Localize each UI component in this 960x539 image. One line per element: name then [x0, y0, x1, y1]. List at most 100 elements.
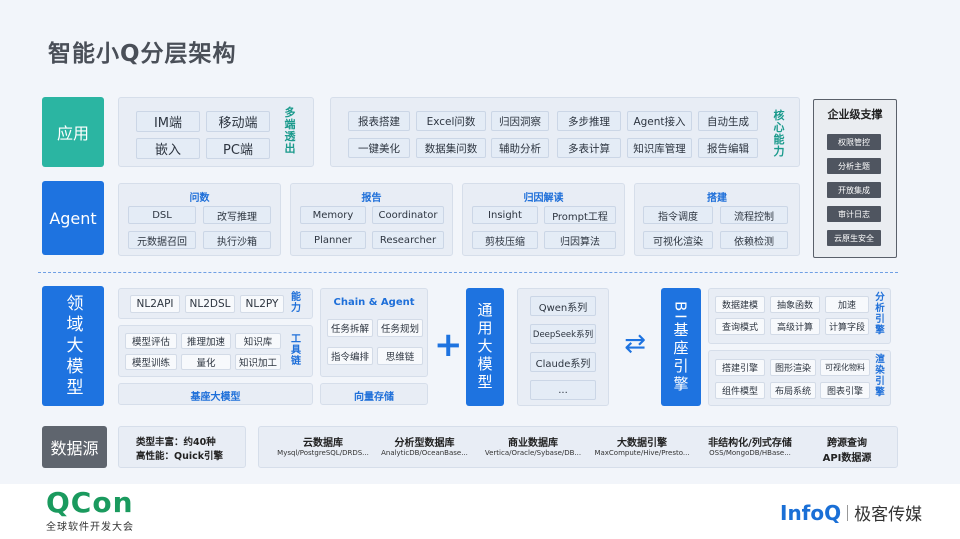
vector-store-panel	[320, 383, 428, 405]
llm-item: Claude系列	[530, 352, 596, 372]
enterprise-item: 开放集成	[827, 182, 881, 198]
base-model-label: 基座大模型	[190, 392, 241, 403]
llm-item: DeepSeek系列	[530, 324, 596, 344]
datasource-group: 大数据引擎 MaxCompute/Hive/Presto...	[588, 434, 696, 457]
agent-item: 剪枝压缩	[472, 231, 538, 249]
infoq-logo: InfoQ 极客传媒	[780, 500, 923, 526]
tool-item: 知识加工	[235, 354, 281, 370]
capability-item: 归因洞察	[491, 111, 549, 131]
agent-item: Planner	[300, 231, 366, 249]
tool-item: 量化	[181, 354, 231, 370]
agent-item: 改写推理	[203, 206, 271, 224]
agent-group-title: 报告	[361, 193, 382, 204]
analysis-item: 查询模式	[715, 318, 765, 335]
ability-item: NL2DSL	[185, 295, 235, 313]
general-llm-label: 通用大模型	[475, 302, 494, 392]
base-model-panel	[118, 383, 313, 405]
row-label-domain-text: 领域大模型	[62, 293, 83, 399]
agent-item: 依赖检测	[720, 231, 788, 249]
datasource-group-detail: AnalyticDB/OceanBase...	[381, 449, 468, 457]
tools-label: 工具链	[291, 334, 301, 367]
datasource-summary-panel	[118, 426, 246, 468]
chain-item: 任务拆解	[327, 319, 373, 337]
llm-item: ...	[530, 380, 596, 400]
infoq-logo-divider	[847, 504, 849, 521]
row-label-agent: Agent	[42, 181, 104, 255]
agent-item: 指令调度	[643, 206, 713, 224]
datasource-group-detail: Mysql/PostgreSQL/DRDS...	[277, 449, 369, 457]
datasource-group: 非结构化/列式存储 OSS/MongoDB/HBase...	[700, 434, 800, 457]
datasource-group-detail: Vertica/Oracle/Sybase/DB...	[484, 449, 582, 457]
capability-item: 知识库管理	[627, 138, 692, 158]
analysis-engine-label: 分析引擎	[875, 292, 885, 336]
general-llm-box: 通用大模型	[466, 288, 504, 406]
row-label-app: 应用	[42, 97, 104, 167]
enterprise-item: 权限管控	[827, 134, 881, 150]
enterprise-item: 云原生安全	[827, 230, 881, 246]
enterprise-panel	[813, 99, 897, 258]
endpoints-label: 多端透出	[284, 106, 296, 155]
analysis-item: 加速	[825, 296, 869, 313]
agent-item: DSL	[128, 206, 196, 224]
capability-item: Excel问数	[416, 111, 486, 131]
datasource-group-detail: API数据源	[822, 453, 872, 464]
analysis-item: 数据建模	[715, 296, 765, 313]
render-item: 可视化物料	[820, 359, 870, 376]
abilities-label: 能力	[291, 292, 301, 314]
datasource-group-title: 跨源查询	[827, 438, 867, 449]
capability-item: Agent接入	[627, 111, 692, 131]
render-item: 图形渲染	[770, 359, 816, 376]
agent-group-title: 搭建	[707, 193, 727, 204]
capability-item: 报表搭建	[348, 111, 410, 131]
agent-group-title: 问数	[189, 193, 210, 204]
render-item: 图表引擎	[820, 382, 870, 399]
datasource-group-title: 大数据引擎	[617, 438, 667, 449]
agent-item: Researcher	[372, 231, 444, 249]
analysis-item: 高级计算	[770, 318, 820, 335]
datasource-group: 跨源查询 API数据源	[812, 434, 882, 464]
capability-item: 自动生成	[698, 111, 758, 131]
agent-item: Prompt工程	[544, 206, 616, 224]
endpoint-pc: PC端	[206, 138, 270, 159]
datasource-summary-line: 高性能：Quick引擎	[136, 451, 224, 462]
ability-item: NL2PY	[240, 295, 284, 313]
agent-item: 流程控制	[720, 206, 788, 224]
bidirectional-arrow-icon: ⇄	[624, 329, 646, 359]
endpoint-im: IM端	[136, 111, 200, 132]
endpoint-mobile: 移动端	[206, 111, 270, 132]
render-item: 布局系统	[770, 382, 816, 399]
agent-item: Coordinator	[372, 206, 444, 224]
datasource-groups-panel	[258, 426, 898, 468]
chain-item: 思维链	[377, 347, 423, 365]
agent-item: Insight	[472, 206, 538, 224]
capability-item: 报告编辑	[698, 138, 758, 158]
render-engine-label: 渲染引擎	[875, 354, 885, 398]
datasource-group: 分析型数据库 AnalyticDB/OceanBase...	[372, 434, 477, 457]
chain-title: Chain & Agent	[333, 297, 415, 308]
capability-item: 辅助分析	[491, 138, 549, 158]
llm-item: Qwen系列	[530, 296, 596, 316]
analysis-item: 抽象函数	[770, 296, 820, 313]
qcon-logo-subtitle: 全球软件开发大会	[46, 522, 134, 533]
render-item: 搭建引擎	[715, 359, 765, 376]
agent-item: 归因算法	[544, 231, 616, 249]
tool-item: 知识库	[235, 333, 281, 349]
datasource-group: 商业数据库 Vertica/Oracle/Sybase/DB...	[478, 434, 588, 457]
capability-item: 一键美化	[348, 138, 410, 158]
tool-item: 推理加速	[181, 333, 231, 349]
page-title: 智能小Q分层架构	[48, 41, 237, 67]
agent-item: 可视化渲染	[643, 231, 713, 249]
row-label-datasource: 数据源	[42, 426, 107, 468]
vector-store-label: 向量存储	[354, 392, 394, 403]
datasource-group-detail: MaxCompute/Hive/Presto...	[594, 449, 690, 457]
capability-item: 多步推理	[557, 111, 621, 131]
datasource-group-title: 非结构化/列式存储	[708, 438, 792, 449]
infoq-logo-subtitle: 极客传媒	[854, 505, 923, 525]
row-label-domain: 领域大模型	[42, 286, 104, 406]
qcon-logo-text: QCon	[46, 486, 134, 519]
datasource-group: 云数据库 Mysql/PostgreSQL/DRDS...	[268, 434, 378, 457]
separator-dashed	[38, 272, 898, 273]
endpoint-embed: 嵌入	[136, 138, 200, 159]
tool-item: 模型评估	[125, 333, 177, 349]
